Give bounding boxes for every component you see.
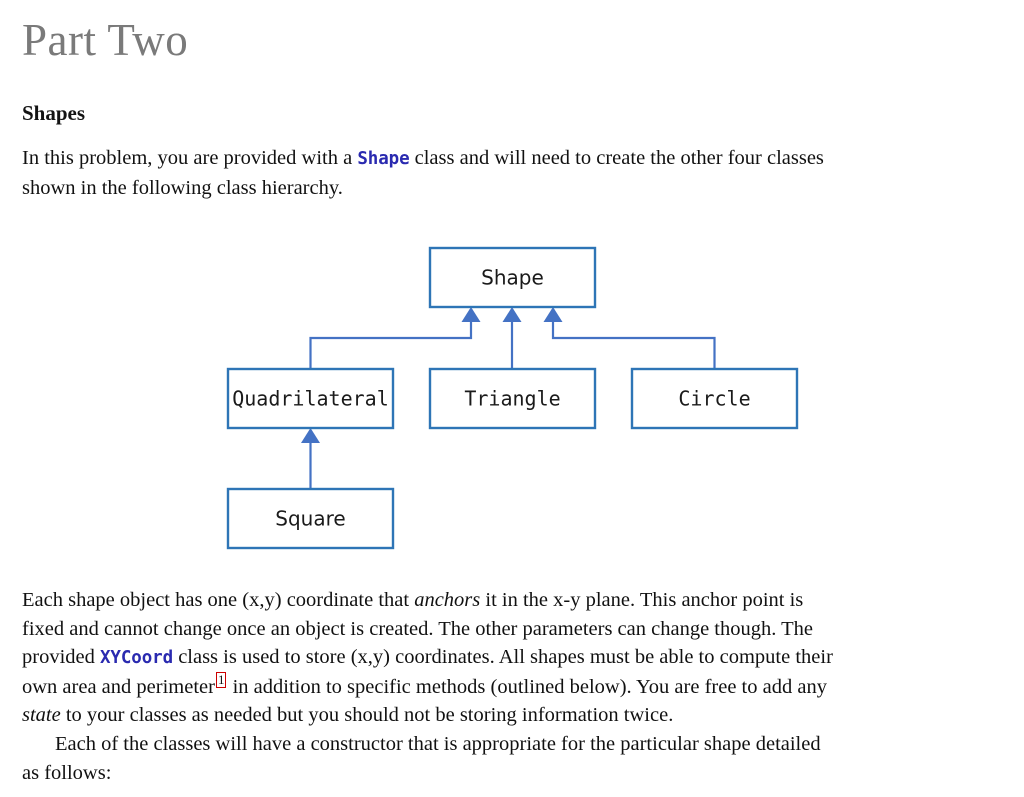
emphasis-state: state (22, 704, 61, 727)
arrowhead-circle (543, 307, 563, 322)
class-node-shape-box[interactable] (428, 246, 597, 309)
class-hierarchy-diagram: Shape Quadrilateral Triangle Circle Squa… (0, 225, 1024, 570)
intro-line-1: In this problem, you are provided with a… (22, 144, 1003, 174)
body-line-7: as follows: (22, 761, 112, 784)
edge-quadrilateral-to-shape (309, 320, 473, 369)
body-line-1: Each shape object has one (x,y) coordina… (22, 586, 1003, 615)
intro-text-a: In this problem, you are provided with a (22, 147, 358, 169)
body-text-4a: own area and perimeter (22, 675, 215, 698)
body-text-3b: class is used to store (x,y) coordinates… (173, 646, 833, 669)
body-text-5b: to your classes as needed but you should… (60, 704, 674, 727)
class-node-circle[interactable]: Circle (630, 367, 799, 430)
class-node-circle-box[interactable] (630, 367, 799, 430)
body-line-3: provided XYCoord class is used to store … (22, 643, 1003, 673)
footnote-reference-link[interactable]: 1 (215, 671, 227, 688)
inline-code-shape[interactable]: Shape (357, 149, 410, 169)
body-text-3a: provided (22, 646, 100, 669)
footnote-reference-number: 1 (217, 671, 225, 687)
class-node-quadrilateral-label: Quadrilateral (232, 387, 389, 411)
page-title: Part Two (22, 15, 189, 65)
class-node-triangle-label: Triangle (464, 387, 560, 411)
arrowhead-square (301, 428, 320, 443)
edge-circle-to-shape (551, 320, 716, 369)
class-node-quadrilateral-box[interactable] (226, 367, 395, 430)
body-paragraph: Each shape object has one (x,y) coordina… (22, 586, 1003, 787)
class-node-triangle-box[interactable] (428, 367, 597, 430)
intro-paragraph: In this problem, you are provided with a… (22, 144, 1003, 202)
intro-line-2: shown in the following class hierarchy. (22, 176, 343, 199)
arrowhead-triangle (502, 307, 522, 322)
body-text-6: Each of the classes will have a construc… (55, 732, 821, 755)
class-node-square-label: Square (275, 507, 345, 531)
section-heading-shapes: Shapes (22, 101, 86, 125)
class-node-shape[interactable]: Shape (428, 246, 597, 309)
body-line-6: Each of the classes will have a construc… (22, 730, 1003, 759)
class-node-quadrilateral[interactable]: Quadrilateral (226, 367, 395, 430)
body-text-1a: Each shape object has one (x,y) coordina… (22, 589, 415, 611)
arrowhead-quadrilateral (461, 307, 481, 322)
body-line-2: fixed and cannot change once an object i… (22, 617, 813, 640)
class-node-shape-label: Shape (481, 266, 544, 290)
class-node-square[interactable]: Square (226, 487, 395, 550)
body-text-4b: in addition to specific methods (outline… (227, 675, 827, 698)
class-node-triangle[interactable]: Triangle (428, 367, 597, 430)
class-node-square-box[interactable] (226, 487, 395, 550)
class-node-circle-label: Circle (678, 387, 750, 411)
emphasis-anchors: anchors (414, 589, 481, 611)
body-line-5: state to your classes as needed but you … (22, 701, 1003, 730)
body-text-1b: it in the x-y plane. This anchor point i… (480, 589, 804, 611)
inline-code-xycoord[interactable]: XYCoord (100, 648, 174, 669)
intro-text-b: class and will need to create the other … (409, 147, 824, 169)
